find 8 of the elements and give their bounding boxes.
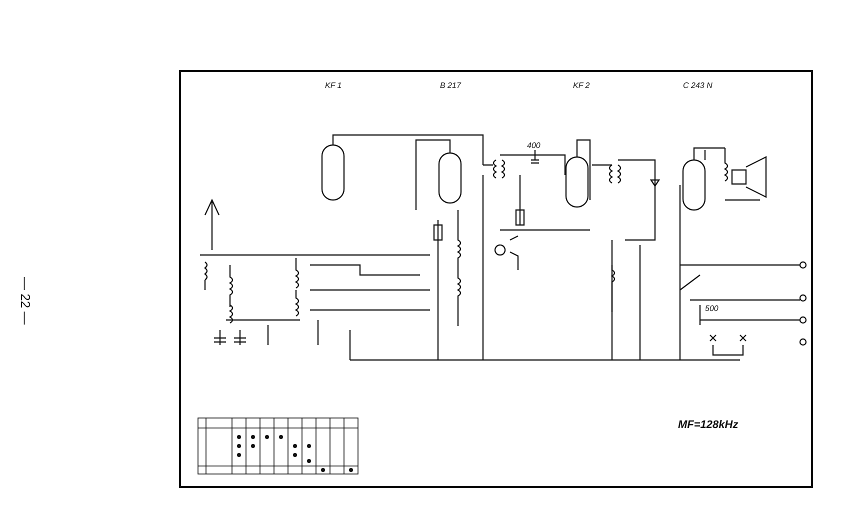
component-value: 500 (705, 305, 718, 313)
frequency-note: MF=128kHz (678, 420, 738, 431)
tube-label: C 243 N (683, 82, 712, 90)
tube-label: KF 1 (325, 82, 342, 90)
page-number: — 22 — (19, 277, 32, 325)
tube-label: KF 2 (573, 82, 590, 90)
component-value: 400 (527, 142, 540, 150)
tube-label: B 217 (440, 82, 461, 90)
